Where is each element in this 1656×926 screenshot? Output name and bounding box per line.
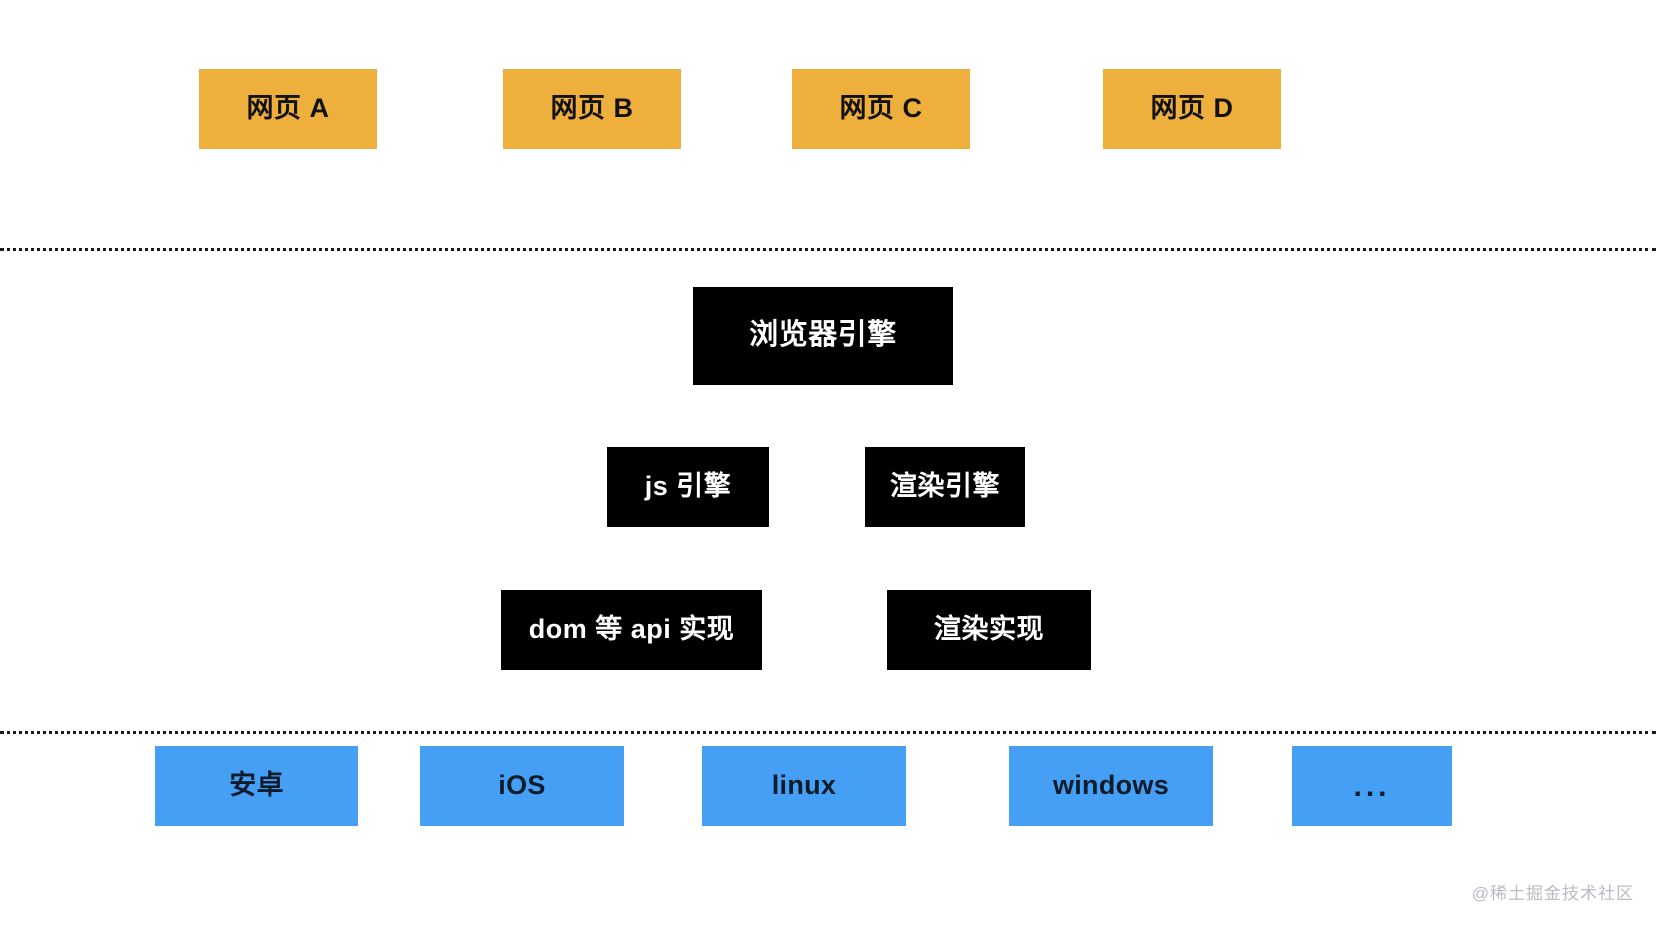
node-render-engine: 渲染引擎 <box>865 447 1025 527</box>
node-label: js 引擎 <box>644 471 732 502</box>
divider-engine-os <box>0 731 1656 734</box>
node-js-engine: js 引擎 <box>607 447 769 527</box>
node-label: 安卓 <box>229 770 284 801</box>
node-os-android: 安卓 <box>155 746 358 826</box>
node-page-c: 网页 C <box>792 69 970 149</box>
node-label: iOS <box>498 770 546 801</box>
node-page-a: 网页 A <box>199 69 377 149</box>
node-browser-engine: 浏览器引擎 <box>693 287 953 385</box>
node-label: 渲染实现 <box>934 614 1044 645</box>
node-label: windows <box>1052 770 1170 801</box>
node-os-linux: linux <box>702 746 906 826</box>
node-label: 网页 A <box>246 93 330 124</box>
node-page-b: 网页 B <box>503 69 681 149</box>
node-label: 浏览器引擎 <box>749 319 897 352</box>
node-os-windows: windows <box>1009 746 1213 826</box>
node-os-ios: iOS <box>420 746 624 826</box>
node-label: linux <box>771 770 837 801</box>
watermark: @稀土掘金技术社区 <box>1471 884 1634 903</box>
node-label: ... <box>1353 769 1391 803</box>
divider-pages-engine <box>0 248 1656 251</box>
node-label: dom 等 api 实现 <box>528 614 735 645</box>
node-dom-api-impl: dom 等 api 实现 <box>501 590 762 670</box>
node-label: 网页 C <box>839 93 923 124</box>
node-label: 渲染引擎 <box>890 471 1000 502</box>
node-os-more: ... <box>1292 746 1452 826</box>
node-render-impl: 渲染实现 <box>887 590 1091 670</box>
node-page-d: 网页 D <box>1103 69 1281 149</box>
node-label: 网页 B <box>550 93 634 124</box>
node-label: 网页 D <box>1150 93 1234 124</box>
